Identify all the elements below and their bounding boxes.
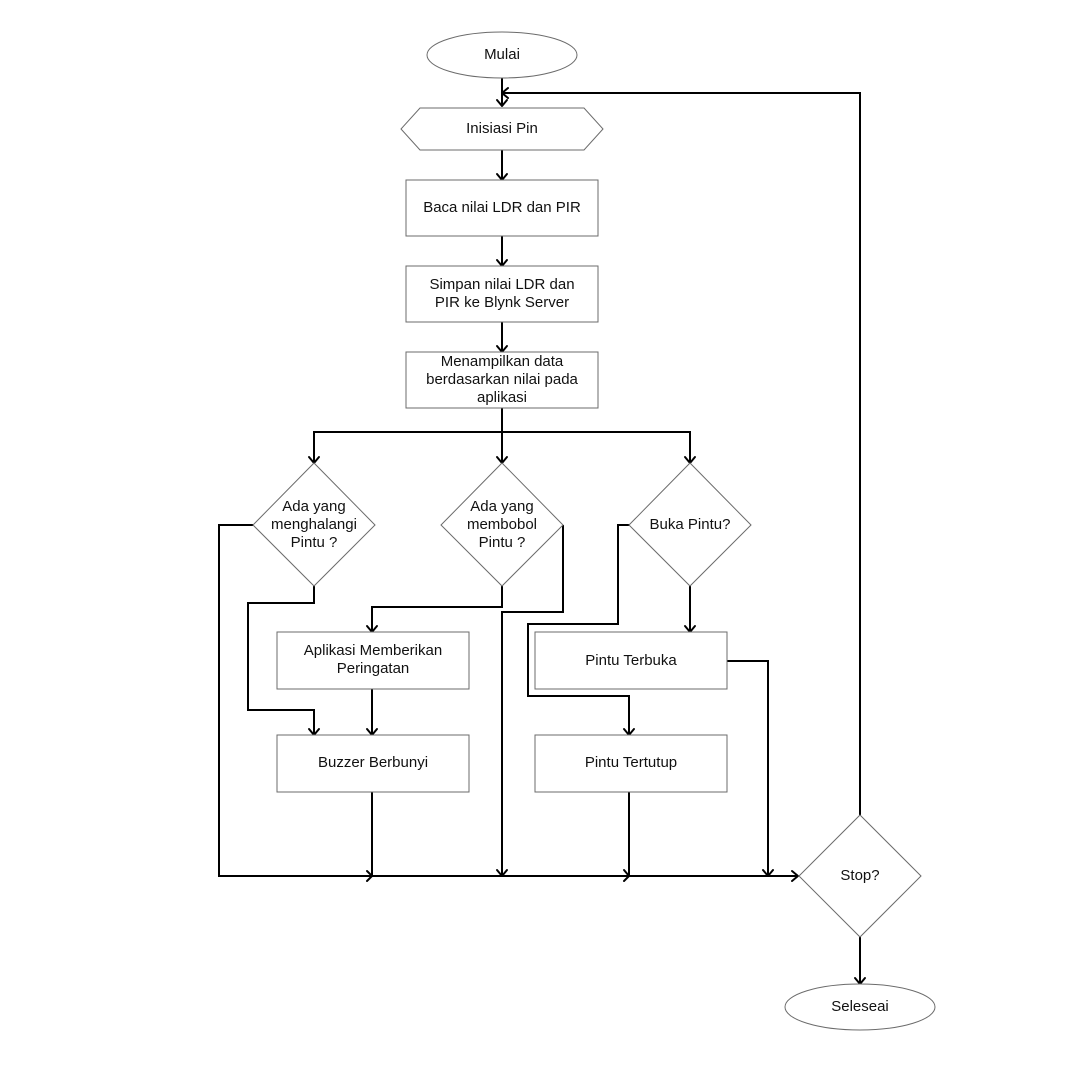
init-pin-label: Inisiasi Pin [466, 120, 538, 137]
edge-block-yes-to-buzzer [247, 586, 315, 735]
start-label: Mulai [484, 46, 520, 63]
connectors [218, 78, 861, 984]
display-data-label-line-1: Menampilkan data [441, 353, 564, 370]
labels: Mulai Inisiasi Pin Baca nilai LDR dan PI… [271, 46, 889, 1015]
arrowhead [496, 99, 508, 107]
init-preparation-hexagon [400, 107, 604, 151]
read-sensors-label: Baca nilai LDR dan PIR [423, 199, 581, 216]
read-sensors-box [405, 179, 599, 237]
decision-open-diamond [628, 462, 752, 587]
decision-breach-label-line-2: membobol [467, 516, 537, 533]
edge-display-to-decisions [313, 408, 691, 463]
door-closed-box [534, 734, 728, 793]
decision-open-label: Buka Pintu? [650, 516, 731, 533]
save-blynk-label-line-2: PIR ke Blynk Server [435, 294, 569, 311]
buzzer-label: Buzzer Berbunyi [318, 754, 428, 771]
app-warning-label-line-1: Aplikasi Memberikan [304, 642, 442, 659]
decision-stop-label: Stop? [840, 867, 879, 884]
end-terminal [784, 983, 936, 1031]
decision-breach-diamond [440, 462, 564, 587]
door-open-box [534, 631, 728, 690]
arrowhead [762, 869, 774, 877]
edge-breach-no-to-merge [501, 525, 564, 876]
decision-block-label-line-2: menghalangi [271, 516, 357, 533]
decision-breach-label-line-1: Ada yang [470, 498, 533, 515]
edge-open-no-to-door-closed [527, 524, 630, 735]
display-data-label-line-3: aplikasi [477, 389, 527, 406]
save-blynk-box [405, 265, 599, 323]
arrowhead [623, 869, 630, 882]
display-data-label-line-2: berdasarkan nilai pada [426, 371, 578, 388]
arrowhead [496, 869, 508, 877]
door-open-label: Pintu Terbuka [585, 652, 677, 669]
edge-stop-loop-back [502, 92, 861, 815]
decision-block-diamond [252, 462, 376, 587]
decision-block-label-line-3: Pintu ? [291, 534, 338, 551]
arrowhead [501, 87, 509, 99]
buzzer-box [276, 734, 470, 793]
door-closed-label: Pintu Tertutup [585, 754, 677, 771]
display-data-box [405, 351, 599, 409]
shapes [252, 31, 936, 1031]
app-warning-box [276, 631, 470, 690]
start-terminal [426, 31, 578, 79]
edge-door-open-to-merge [727, 660, 769, 876]
arrowhead [791, 870, 799, 882]
end-label: Seleseai [831, 998, 889, 1015]
decision-breach-label-line-3: Pintu ? [479, 534, 526, 551]
arrowhead [366, 870, 373, 882]
app-warning-label-line-2: Peringatan [337, 660, 410, 677]
decision-stop-diamond [798, 814, 922, 938]
decision-block-label-line-1: Ada yang [282, 498, 345, 515]
save-blynk-label-line-1: Simpan nilai LDR dan [429, 276, 574, 293]
edge-breach-yes-to-warning [371, 586, 503, 632]
edge-block-no-to-merge [218, 524, 372, 877]
